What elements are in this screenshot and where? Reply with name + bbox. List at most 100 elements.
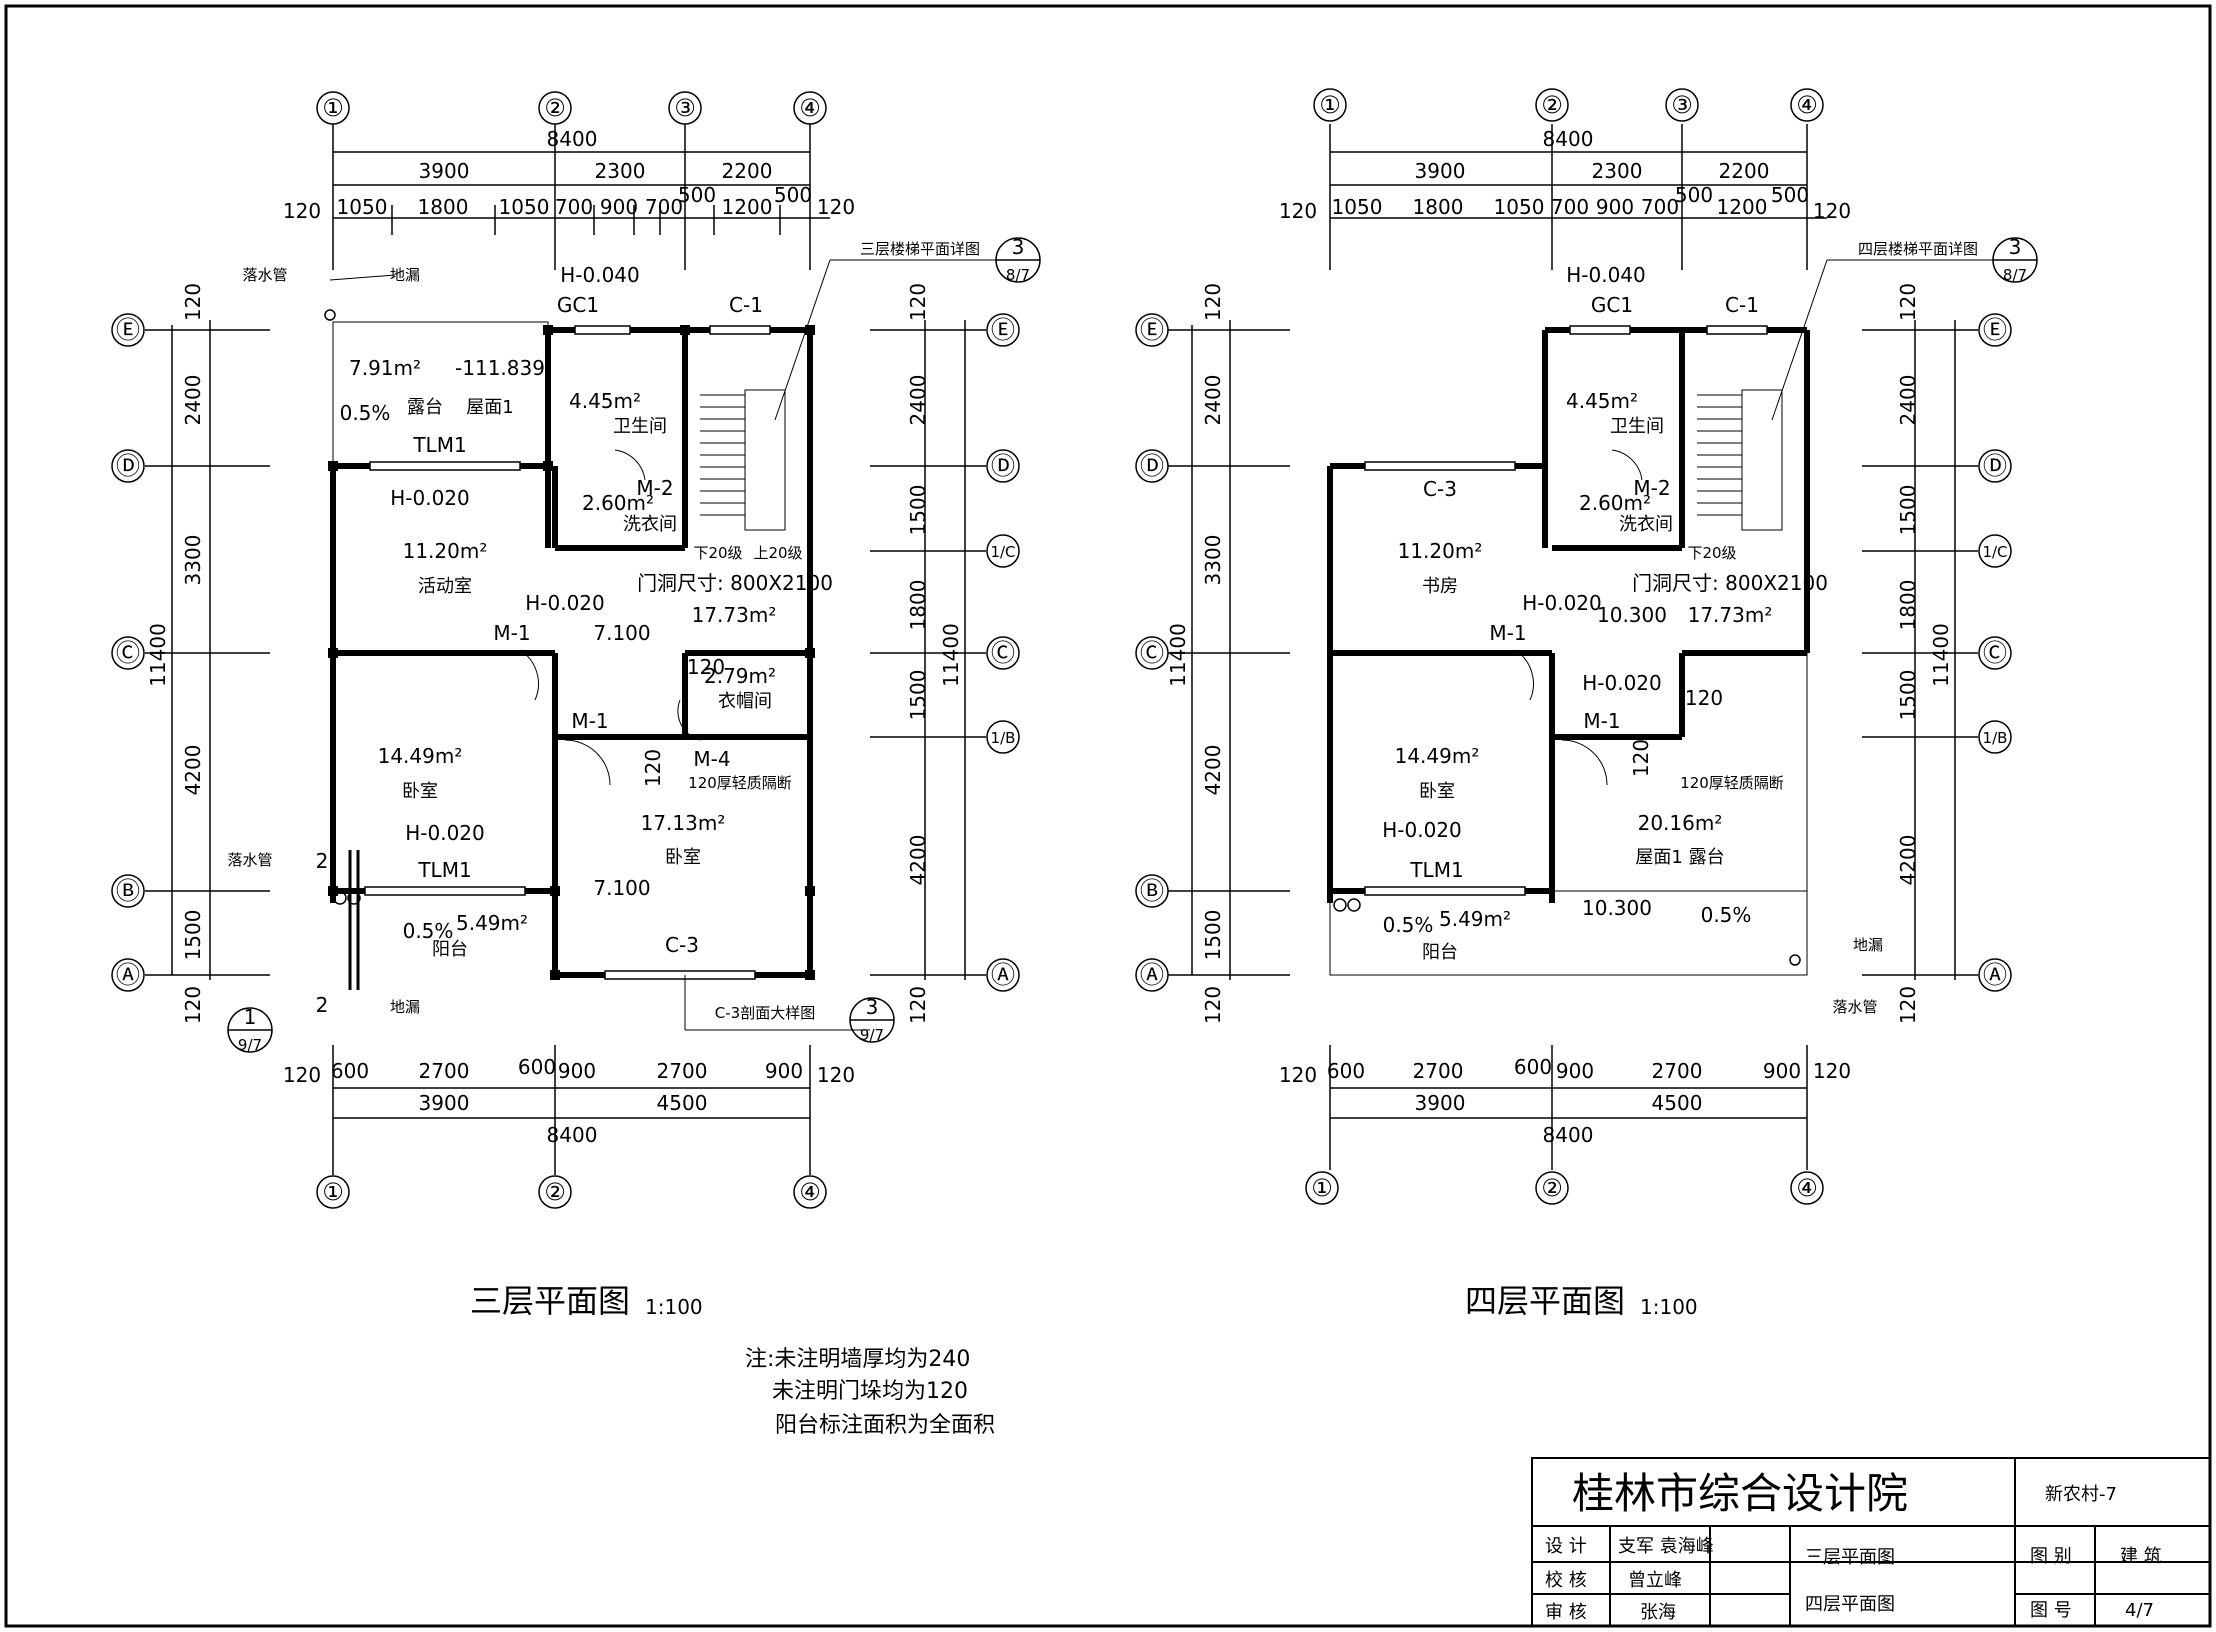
- axis-bubble: [316, 1175, 350, 1209]
- dim-text: 900: [1556, 1059, 1594, 1083]
- title-block-frame: [1531, 1457, 2211, 1627]
- label: 门洞尺寸: 800X2100: [1632, 571, 1828, 595]
- axis-label: Ⓓ: [1140, 452, 1164, 480]
- axis-label: ④: [1796, 91, 1818, 119]
- label: -111.839: [455, 356, 545, 380]
- dim-text: 4500: [657, 1091, 708, 1115]
- label: 14.49m²: [378, 744, 463, 768]
- category-label: 图 别: [2030, 1546, 2072, 1567]
- number-value: 4/7: [2125, 1600, 2154, 1621]
- dim-text: 2200: [1719, 159, 1770, 183]
- dim-text: 3900: [1415, 159, 1466, 183]
- dim-text: 120: [1201, 986, 1225, 1024]
- dim-text: 1800: [1413, 195, 1464, 219]
- label: 落水管: [242, 266, 287, 284]
- axis-bubble: [538, 1175, 572, 1209]
- label: 卫生间: [613, 416, 667, 437]
- dim-text: 120: [1201, 283, 1225, 321]
- axis-label: 1/B: [991, 729, 1016, 747]
- axis-bubble: [793, 1175, 827, 1209]
- dim-text: 120: [1896, 283, 1920, 321]
- label: 2: [316, 849, 329, 873]
- label: 3: [1012, 235, 1025, 259]
- axis-label: 1/C: [990, 543, 1015, 561]
- dim-text: 700: [1551, 195, 1589, 219]
- dim-text: 120: [1896, 986, 1920, 1024]
- label: 落水管: [227, 851, 272, 869]
- plan3-text: ① ② ③ ④ ① ② ④ Ⓔ Ⓓ Ⓒ Ⓑ Ⓐ Ⓔ Ⓓ 1/C Ⓒ 1/B Ⓐ …: [116, 94, 1030, 1320]
- label: H-0.020: [405, 821, 485, 845]
- dim-text: 2400: [1896, 375, 1920, 426]
- label: 17.73m²: [692, 603, 777, 627]
- label: 4.45m²: [569, 389, 641, 413]
- label: 0.5%: [403, 919, 454, 943]
- label: 2: [316, 993, 329, 1017]
- dim-text: 600: [518, 1055, 556, 1079]
- label: 2.60m²: [582, 491, 654, 515]
- label: 阳台: [1422, 942, 1458, 963]
- dim-text: 120: [906, 283, 930, 321]
- axis-label: Ⓒ: [1983, 639, 2007, 667]
- dim-text: 120: [283, 1063, 321, 1087]
- label: 洗衣间: [623, 514, 677, 535]
- dim-text: 120: [1813, 199, 1851, 223]
- label: 4.45m²: [1566, 389, 1638, 413]
- role-name: 张海: [1640, 1602, 1676, 1623]
- dim-text: 1050: [1494, 195, 1545, 219]
- label: 0.5%: [340, 401, 391, 425]
- note-line: 注:未注明墙厚均为240: [745, 1347, 970, 1372]
- note-line: 未注明门垛均为120: [772, 1379, 968, 1404]
- label: 120: [1629, 739, 1653, 777]
- label: C-3剖面大样图: [715, 1004, 815, 1022]
- sheet-border: [4, 4, 2212, 1628]
- dim-text: 2700: [1652, 1059, 1703, 1083]
- dim-text: 1500: [1896, 485, 1920, 536]
- dim-text: 1800: [1896, 580, 1920, 631]
- plan-third-floor: [111, 91, 1041, 1209]
- dim-text: 120: [906, 986, 930, 1024]
- dim-text: 2700: [419, 1059, 470, 1083]
- label: M-2: [1633, 476, 1670, 500]
- label: 8/7: [1006, 266, 1030, 284]
- axis-bubble: [111, 958, 145, 992]
- dim-text: 11400: [146, 623, 170, 687]
- axis-bubble: [986, 636, 1020, 670]
- dim-text: 11400: [1166, 623, 1190, 687]
- label: H-0.040: [1566, 263, 1646, 287]
- label: H-0.020: [1522, 591, 1602, 615]
- label: 地漏: [1853, 936, 1883, 954]
- label: H-0.020: [525, 591, 605, 615]
- dim-text: 120: [1279, 1063, 1317, 1087]
- axis-label: ④: [799, 1178, 821, 1206]
- axis-label: ①: [1319, 91, 1341, 119]
- axis-label: Ⓓ: [991, 452, 1015, 480]
- role-label: 审 核: [1545, 1602, 1587, 1623]
- label: C-3: [665, 933, 699, 957]
- label: H-0.020: [1582, 671, 1662, 695]
- axis-label: ②: [1541, 91, 1563, 119]
- label: M-1: [571, 709, 608, 733]
- dim-text: 120: [817, 1063, 855, 1087]
- label: 2.79m²: [704, 664, 776, 688]
- label: 四层楼梯平面详图: [1858, 240, 1978, 258]
- label: 0.5%: [1701, 903, 1752, 927]
- dim-text: 4200: [1201, 745, 1225, 796]
- dim-text: 8400: [1543, 127, 1594, 151]
- dim-text: 1800: [418, 195, 469, 219]
- axis-label: ③: [1671, 91, 1693, 119]
- axis-bubble: [111, 874, 145, 908]
- label: 1: [244, 1005, 257, 1029]
- label: C-1: [729, 293, 763, 317]
- axis-bubble: [111, 313, 145, 347]
- label: 卧室: [1419, 781, 1455, 802]
- role-name: 曾立峰: [1628, 1570, 1682, 1591]
- label: M-1: [493, 621, 530, 645]
- dim-text: 900: [765, 1059, 803, 1083]
- axis-label: ②: [544, 1178, 566, 1206]
- dim-text: 1200: [1717, 195, 1768, 219]
- dim-text: 600: [1327, 1059, 1365, 1083]
- label: M-1: [1489, 621, 1526, 645]
- axis-label: Ⓒ: [991, 639, 1015, 667]
- dim-text: 1050: [337, 195, 388, 219]
- dim-text: 8400: [547, 1123, 598, 1147]
